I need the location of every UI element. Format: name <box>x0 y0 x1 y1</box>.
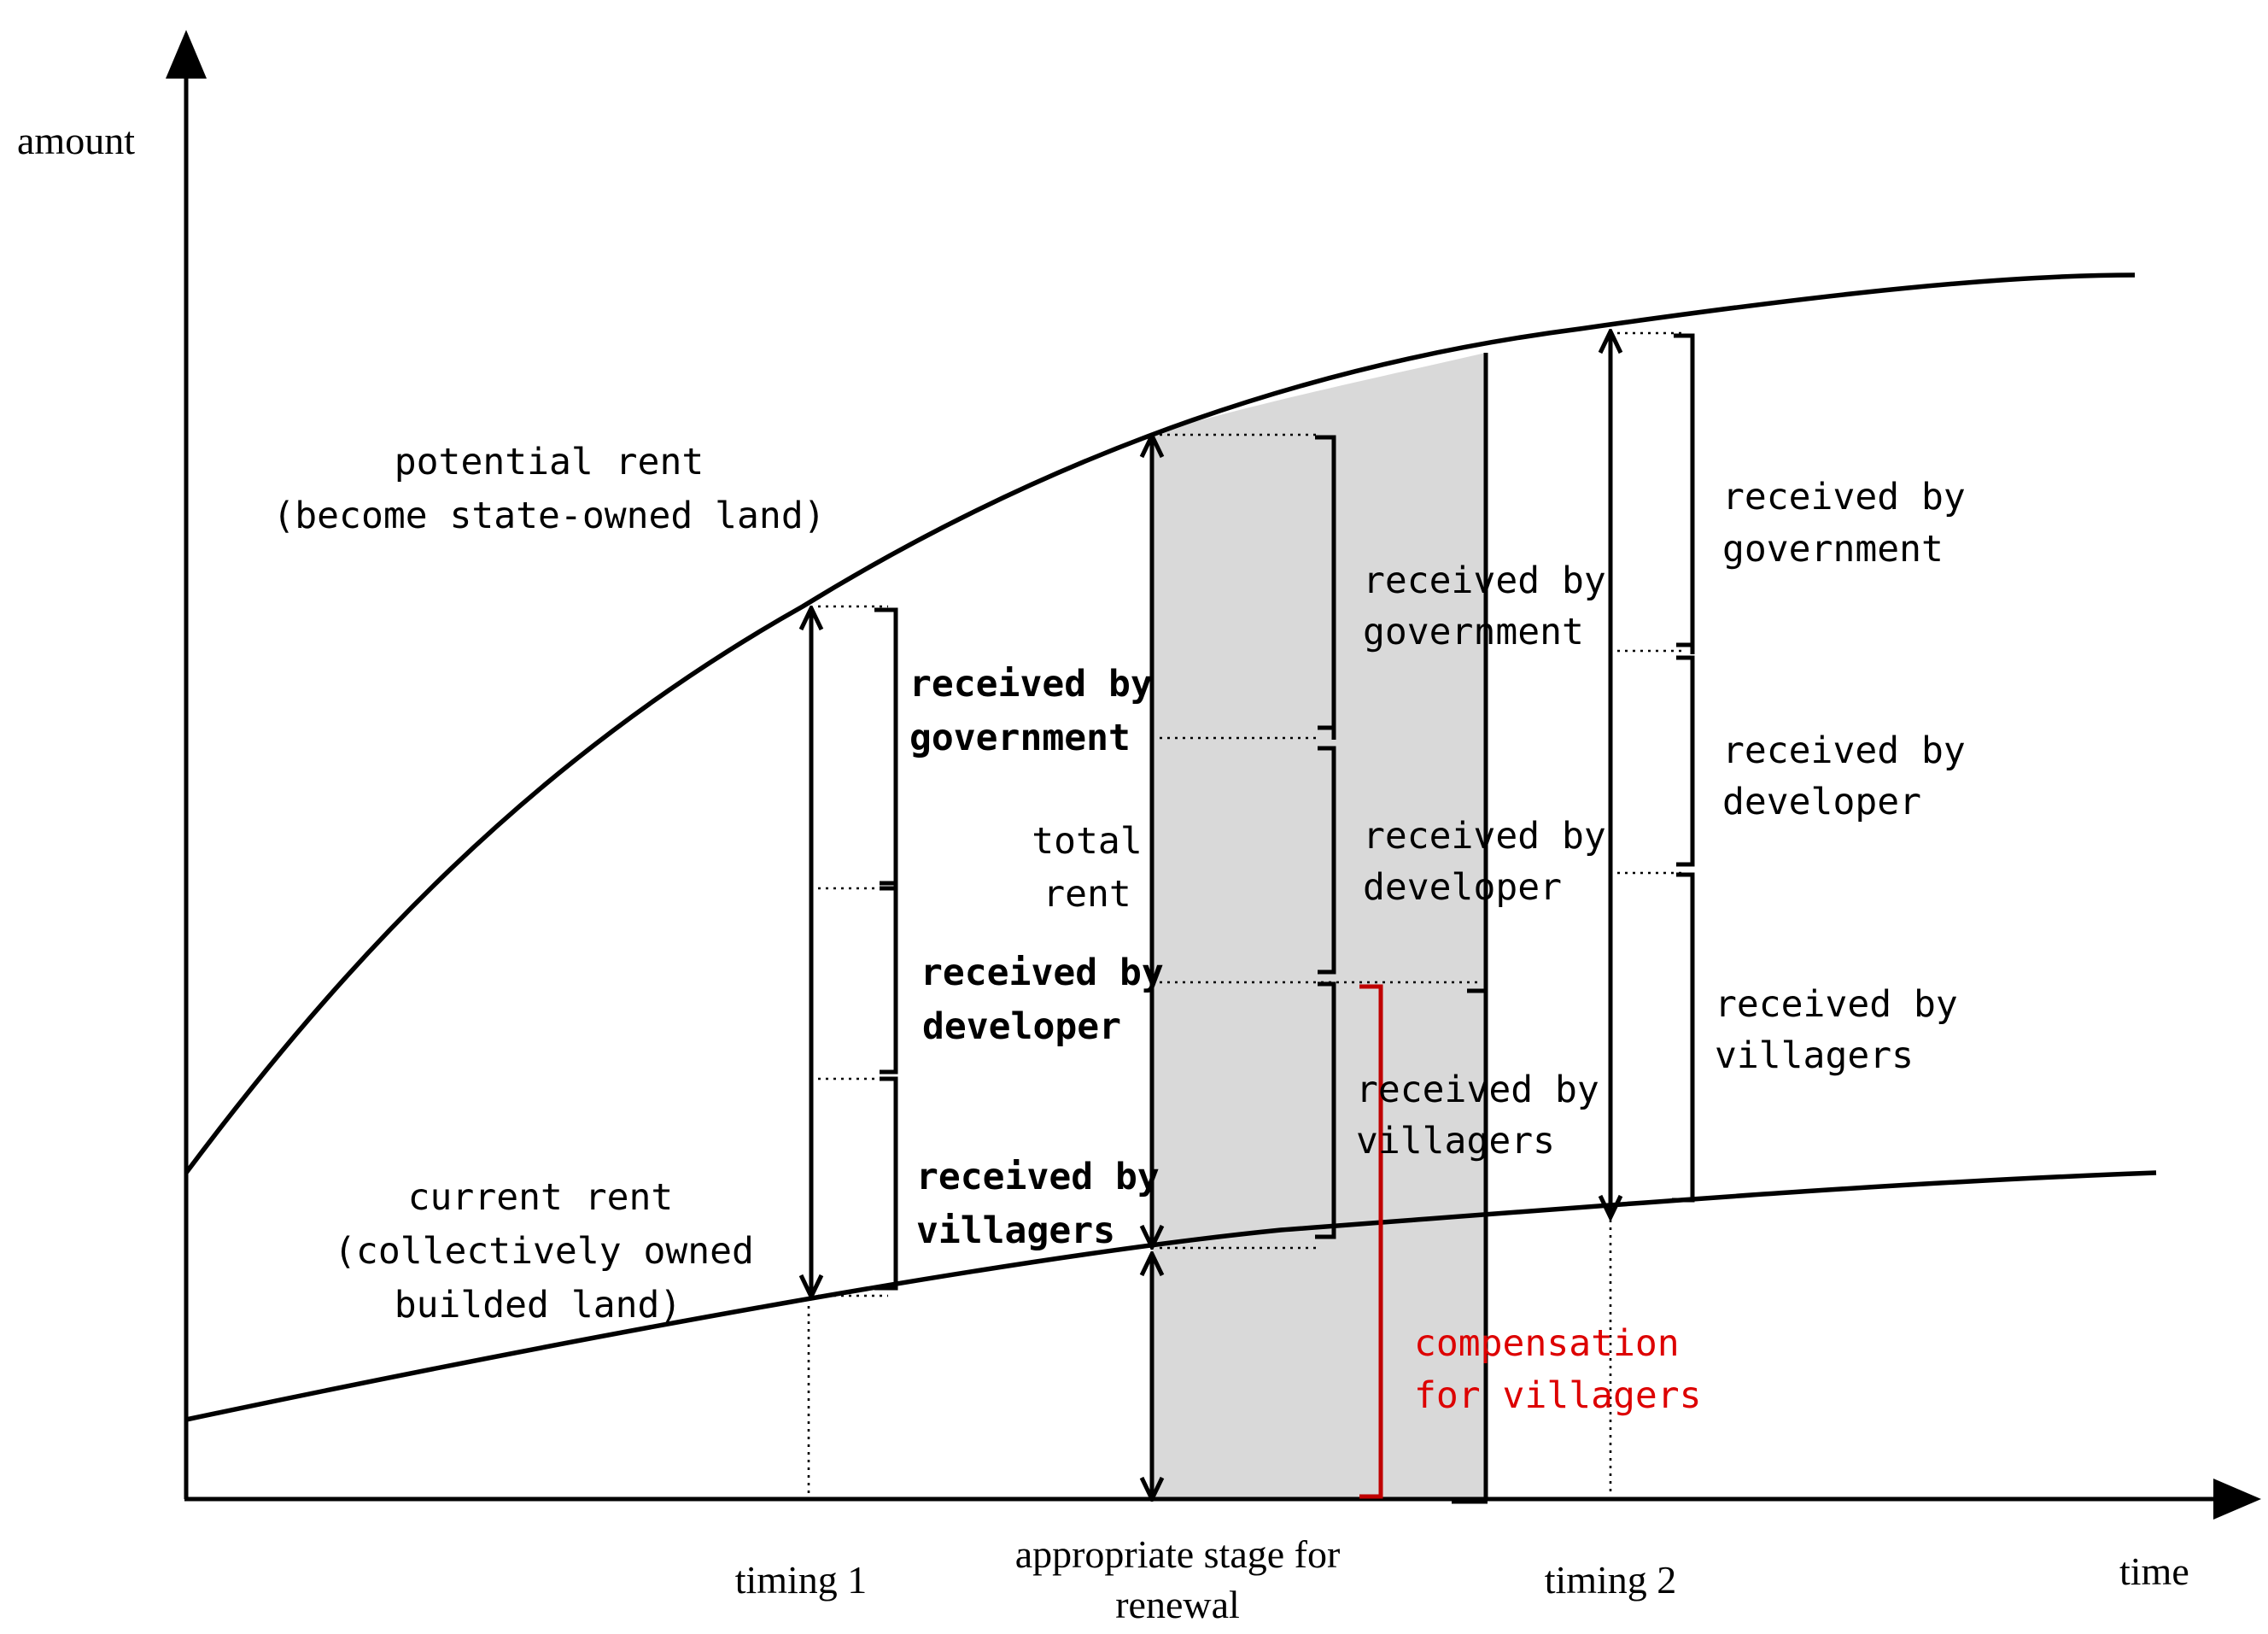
timing2-villagers-label-1: received by <box>1715 983 1958 1026</box>
current-rent-curve <box>185 1170 2157 1422</box>
timing1-developer-brace <box>880 886 898 1075</box>
timing1-developer-label-1: received by <box>921 952 1164 994</box>
timing2-developer-label-2: developer <box>1722 781 1921 823</box>
potential-rent-label: potential rent <box>395 441 704 483</box>
current-rent-label: current rent <box>408 1176 674 1219</box>
y-axis-label: amount <box>17 119 135 162</box>
current-rent-sublabel-1: (collectively owned <box>334 1230 754 1273</box>
x-axis-label: time <box>2119 1549 2189 1593</box>
timing1-government-brace <box>874 607 898 888</box>
timing2-villagers-brace <box>1672 872 1695 1203</box>
timing2-government-label-1: received by <box>1722 476 1966 518</box>
current-rent-sublabel-2: builded land) <box>395 1284 682 1327</box>
renewal-developer-label-1: received by <box>1363 815 1606 858</box>
potential-rent-sublabel: (become state-owned land) <box>272 495 825 537</box>
renewal-villagers-label-1: received by <box>1356 1069 1599 1111</box>
renewal-stage-axis-label-1: appropriate stage for <box>1015 1532 1341 1576</box>
timing1-villagers-brace <box>874 1076 898 1291</box>
timing2-government-brace <box>1674 333 1695 654</box>
timing2-government-label-2: government <box>1722 528 1944 571</box>
total-rent-label-1: total <box>1032 820 1142 863</box>
renewal-government-label-1: received by <box>1363 559 1606 602</box>
renewal-stage-axis-label-2: renewal <box>1115 1583 1240 1626</box>
compensation-bracket <box>1359 984 1383 1499</box>
timing2-developer-brace <box>1676 655 1695 867</box>
renewal-developer-brace <box>1318 746 1336 975</box>
renewal-stage-shading <box>1151 353 1486 1499</box>
timing2-axis-label: timing 2 <box>1545 1558 1677 1602</box>
x-axis-arrowhead <box>2213 1479 2261 1520</box>
renewal-villagers-label-2: villagers <box>1356 1120 1555 1163</box>
timing1-villagers-label-1: received by <box>916 1156 1160 1198</box>
timing2-developer-label-1: received by <box>1722 729 1966 772</box>
timing1-government-label-2: government <box>909 717 1131 759</box>
renewal-government-label-2: government <box>1363 611 1584 653</box>
timing2-villagers-label-2: villagers <box>1715 1034 1914 1077</box>
renewal-villagers-brace <box>1315 981 1336 1239</box>
potential-rent-curve <box>184 272 2136 1174</box>
timing1-government-label-1: received by <box>909 663 1153 706</box>
compensation-label-2: for villagers <box>1414 1374 1702 1417</box>
renewal-developer-label-2: developer <box>1363 866 1562 909</box>
timing1-villagers-label-2: villagers <box>916 1209 1115 1252</box>
timing1-axis-label: timing 1 <box>735 1558 868 1602</box>
timing1-developer-label-2: developer <box>922 1005 1121 1048</box>
total-rent-label-2: rent <box>1043 873 1131 916</box>
compensation-label-1: compensation <box>1414 1322 1680 1365</box>
renewal-government-brace <box>1315 435 1336 740</box>
y-axis-arrowhead <box>166 30 207 79</box>
